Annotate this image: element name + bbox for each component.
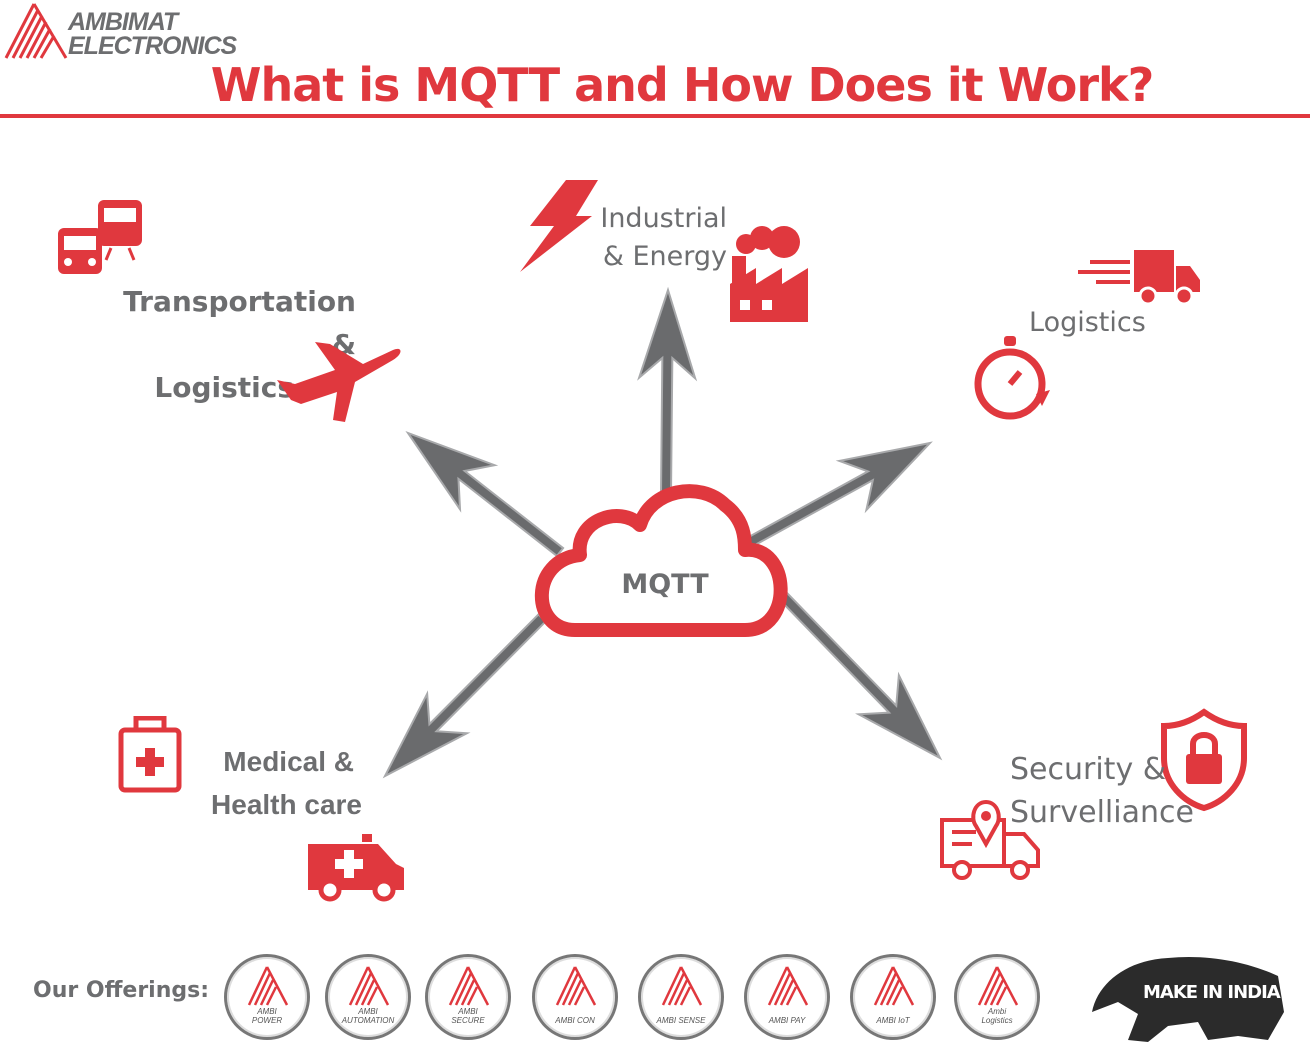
- ambimat-logo-icon: [4, 3, 68, 59]
- ambimat-a-icon: [348, 966, 390, 1006]
- offering-text: Ambi: [987, 1007, 1007, 1016]
- arrow-lower-left: [382, 613, 547, 779]
- offering-text: Logistics: [981, 1016, 1013, 1025]
- ambimat-a-icon: [555, 966, 597, 1006]
- stopwatch-icon: [974, 336, 1050, 420]
- ambimat-a-icon: [977, 966, 1019, 1006]
- ambulance-icon: [308, 834, 404, 902]
- label-medical: Medical & Health care: [182, 740, 362, 826]
- offering-text: AMBI PAY: [768, 1016, 806, 1025]
- airplane-icon: [277, 342, 401, 422]
- mqtt-label: MQTT: [621, 569, 709, 600]
- offering-badge[interactable]: AMBI IoT: [850, 954, 936, 1040]
- ambimat-a-icon: [448, 966, 490, 1006]
- arrow-upper-right: [746, 441, 933, 548]
- offering-text: POWER: [251, 1016, 283, 1025]
- arrow-upper-left: [405, 430, 565, 558]
- brand-line2: ELECTRONICS: [68, 32, 237, 60]
- lion-icon: [1092, 956, 1284, 1042]
- offering-badge[interactable]: AMBI SENSE: [638, 954, 724, 1040]
- label-industrial: Industrial & Energy: [600, 200, 727, 276]
- ambimat-a-icon: [247, 966, 289, 1006]
- offering-text: AMBI CON: [555, 1016, 595, 1025]
- page-title: What is MQTT and How Does it Work?: [210, 58, 1155, 112]
- industrial-line1: Industrial: [600, 203, 727, 234]
- medical-line2: Health care: [211, 789, 362, 820]
- label-security: Security & Survelliance: [1010, 748, 1194, 834]
- offering-text: AMBI: [458, 1007, 478, 1016]
- offering-label: AMBI PAY: [747, 1016, 827, 1025]
- security-line2: Survelliance: [1010, 795, 1194, 830]
- offering-label: AMBI IoT: [853, 1016, 933, 1025]
- first-aid-kit-icon: [118, 716, 182, 793]
- lightning-icon: [520, 180, 598, 272]
- offering-badge[interactable]: AMBI PAY: [744, 954, 830, 1040]
- arrow-lower-right: [777, 591, 943, 761]
- brand-line1: AMBIMAT: [68, 8, 178, 36]
- transportation-line2: Logistics: [154, 371, 294, 404]
- delivery-truck-location-icon: [940, 799, 1040, 880]
- label-logistics: Logistics: [1029, 307, 1146, 338]
- title-divider: [0, 114, 1310, 118]
- offering-text: AMBI IoT: [876, 1016, 910, 1025]
- make-in-india-text: MAKE IN INDIA: [1143, 982, 1281, 1003]
- ambimat-a-icon: [767, 966, 809, 1006]
- bus-train-icon: [58, 200, 142, 274]
- offering-label: AMBI SENSE: [641, 1016, 721, 1025]
- offerings-label: Our Offerings:: [33, 978, 210, 1003]
- offering-label: AMBI CON: [535, 1016, 615, 1025]
- mqtt-cloud: [534, 484, 788, 637]
- industrial-line2: & Energy: [602, 241, 727, 272]
- ambimat-a-icon: [661, 966, 703, 1006]
- offering-text: AMBI SENSE: [656, 1016, 706, 1025]
- offering-text: SECURE: [451, 1016, 485, 1025]
- ambimat-a-icon: [873, 966, 915, 1006]
- factory-icon: [730, 226, 808, 322]
- fast-truck-icon: [1078, 250, 1200, 306]
- offering-text: AUTOMATION: [341, 1016, 395, 1025]
- offering-text: AMBI: [358, 1007, 378, 1016]
- medical-line1: Medical &: [223, 746, 354, 777]
- security-line1: Security &: [1010, 752, 1167, 787]
- arrow-up: [637, 286, 698, 497]
- shield-lock-icon: [1161, 708, 1247, 812]
- label-transportation: Transportation & Logistics: [98, 280, 356, 409]
- offering-text: AMBI: [257, 1007, 277, 1016]
- brand-name: AMBIMAT ELECTRONICS: [68, 8, 237, 60]
- make-in-india-logo: MAKE IN INDIA: [1088, 952, 1288, 1044]
- offering-badge[interactable]: AMBI CON: [532, 954, 618, 1040]
